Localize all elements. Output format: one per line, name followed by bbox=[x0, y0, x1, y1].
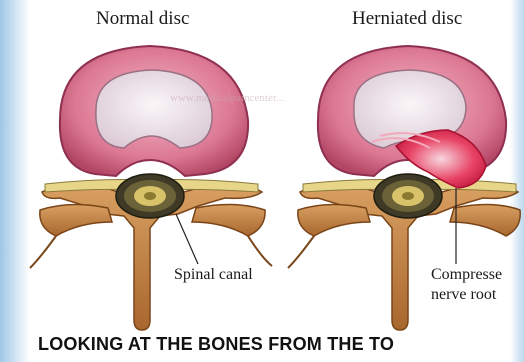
normal-disc-group bbox=[30, 46, 272, 330]
compressed-label-line2: nerve root bbox=[431, 286, 496, 304]
footer-caption: LOOKING AT THE BONES FROM THE TO bbox=[38, 334, 394, 355]
spinal-canal-label: Spinal canal bbox=[174, 266, 253, 284]
herniated-disc-title: Herniated disc bbox=[352, 8, 462, 30]
left-nucleus bbox=[96, 70, 212, 148]
normal-disc-title: Normal disc bbox=[96, 8, 189, 30]
watermark-text: www.medicalpaincenter... bbox=[170, 92, 284, 104]
compressed-label-line1: Compresse bbox=[431, 266, 502, 284]
